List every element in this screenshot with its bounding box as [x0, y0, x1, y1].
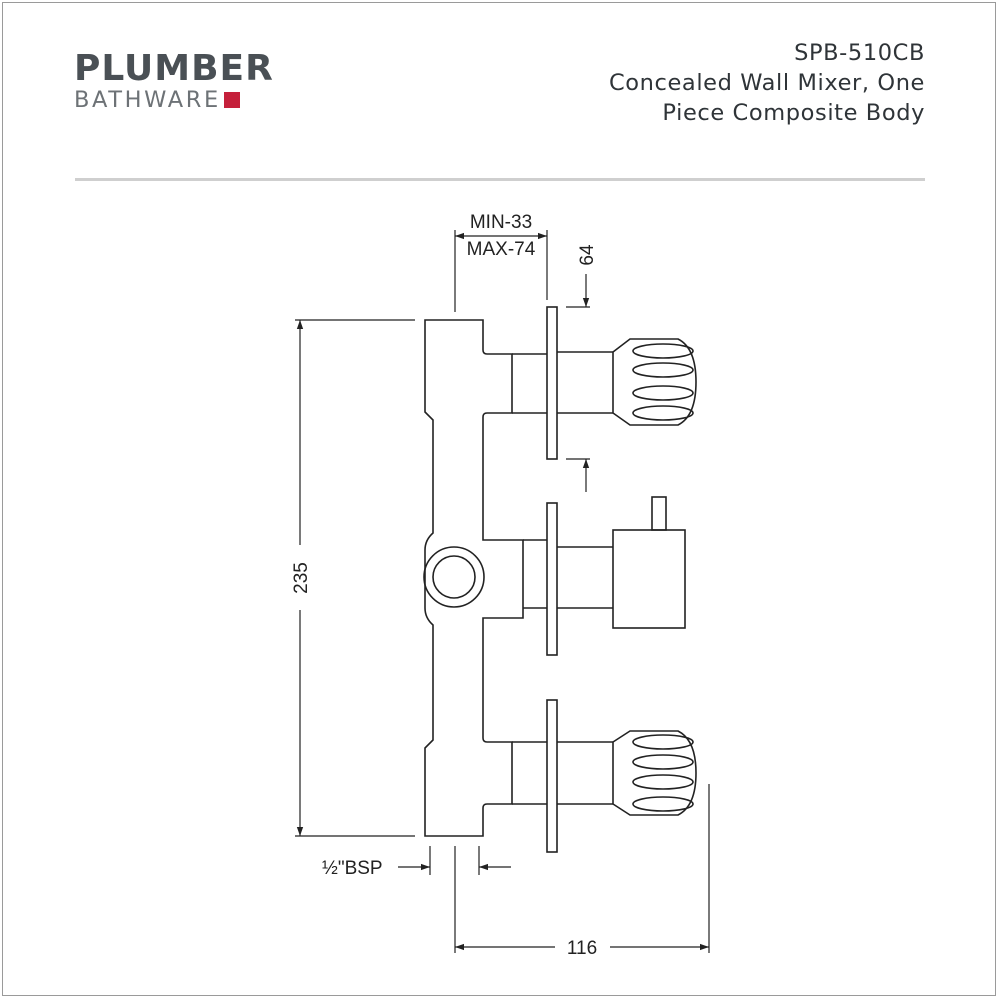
- product-description-line1: Concealed Wall Mixer, One: [608, 70, 925, 96]
- brand-name-row: BATHWARE: [74, 88, 274, 112]
- middle-knob-body: [612, 529, 686, 629]
- inlet-bsp-label: ½"BSP: [322, 858, 383, 879]
- header-divider: [75, 178, 925, 181]
- top-handle-body: [612, 338, 697, 426]
- middle-flange: [546, 502, 558, 656]
- center-outlet-ring: [423, 546, 485, 608]
- flange-spacing-label: 64: [577, 244, 598, 266]
- bottom-handle-groove-4: [632, 796, 694, 812]
- brand-logo: PLUMBER BATHWARE: [74, 48, 274, 113]
- top-handle-groove-2: [632, 362, 694, 378]
- brand-name-bottom: BATHWARE: [74, 87, 221, 113]
- bottom-handle-groove-3: [632, 774, 694, 790]
- top-flange: [546, 306, 558, 460]
- width-label: 116: [567, 938, 597, 959]
- bottom-flange: [546, 699, 558, 853]
- product-description-line2: Piece Composite Body: [662, 100, 925, 126]
- mixer-body-outline: [424, 319, 524, 837]
- top-handle-groove-4: [632, 405, 694, 421]
- brand-name-top: PLUMBER: [74, 48, 274, 89]
- bottom-handle-body: [612, 730, 697, 816]
- top-handle-groove-3: [632, 385, 694, 401]
- height-label: 235: [291, 562, 312, 594]
- brand-accent-square: [223, 92, 240, 108]
- center-outlet-hole: [432, 555, 476, 599]
- bottom-handle-groove-2: [632, 754, 694, 770]
- product-title-block: SPB-510CB Concealed Wall Mixer, One Piec…: [609, 38, 925, 128]
- product-code: SPB-510CB: [794, 40, 925, 66]
- bottom-handle-groove-1: [632, 734, 694, 750]
- depth-min-label: MIN-33: [470, 212, 532, 233]
- top-handle-groove-1: [632, 343, 694, 359]
- depth-max-label: MAX-74: [467, 239, 536, 260]
- middle-knob-lever: [651, 496, 667, 531]
